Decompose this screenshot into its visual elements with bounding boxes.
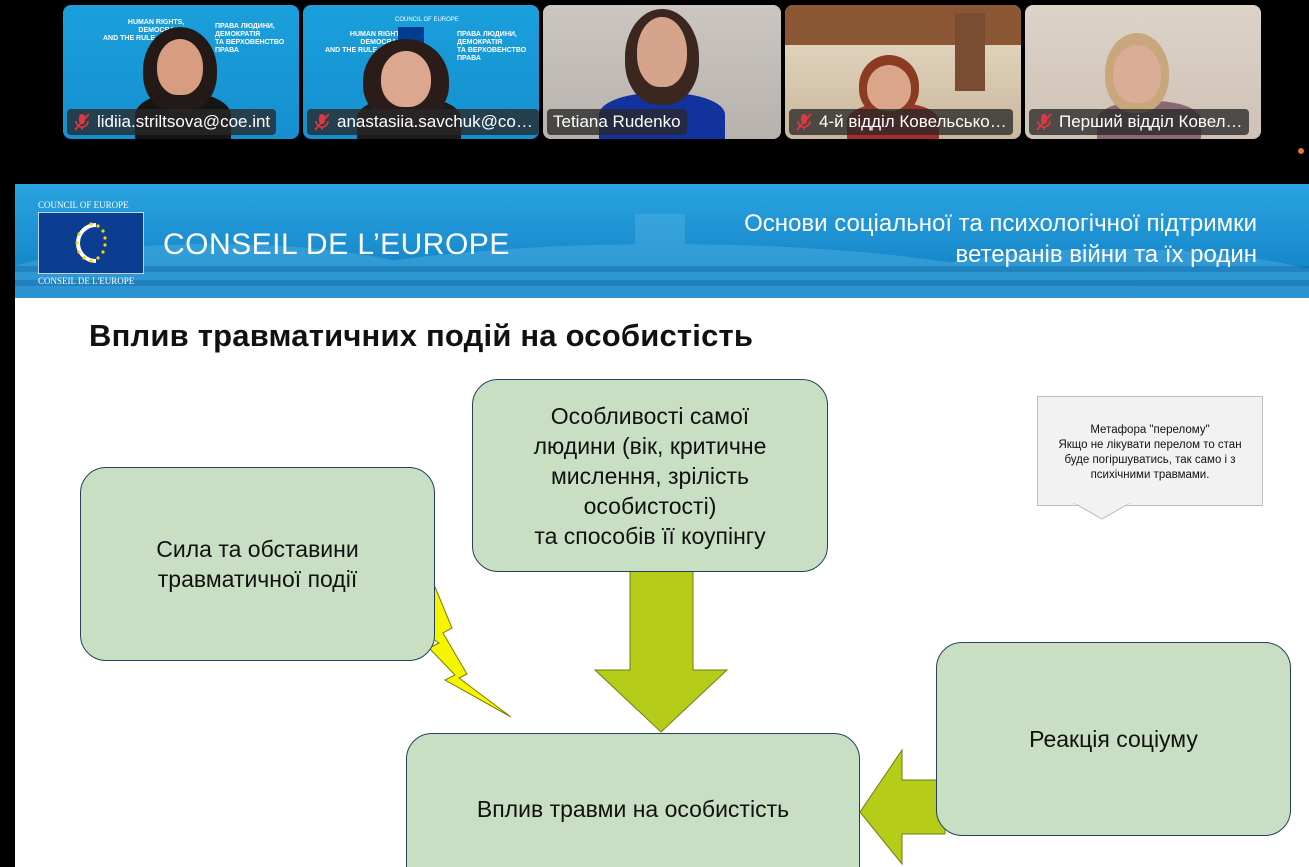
participant-name-text: 4-й відділ Ковельсько…: [819, 112, 1007, 131]
coe-flag-icon: [38, 212, 144, 274]
participant-name: anastasiia.savchuk@co…: [307, 109, 539, 135]
participant-name: Перший відділ Ковел…: [1029, 109, 1249, 135]
participant-name-text: anastasiia.savchuk@co…: [337, 112, 533, 131]
bg-text: ПРАВА ЛЮДИНИ,: [215, 23, 275, 30]
participant-name: lidiia.striltsova@coe.int: [67, 109, 277, 135]
bg-text: AND THE RULE OF LAW: [325, 47, 407, 54]
participant-name-text: lidiia.striltsova@coe.int: [97, 112, 271, 131]
bg-text: DEMOCRACY: [138, 27, 185, 34]
bg-text: AND THE RULE OF LAW: [103, 35, 185, 42]
course-title: Основи соціальної та психологічної підтр…: [744, 210, 1257, 268]
bg-text: DEMOCRACY: [360, 39, 407, 46]
diagram-box-event-strength: Сила та обставини травматичної події: [80, 467, 435, 661]
bg-text: ТА ВЕРХОВЕНСТВО ПРАВА: [215, 39, 285, 54]
mic-muted-icon: [796, 113, 812, 131]
diagram-box-personal-features: Особливості самої людини (вік, критичне …: [472, 379, 828, 572]
bg-text: COUNCIL OF EUROPE: [395, 17, 459, 23]
participant-name-text: Перший відділ Ковел…: [1059, 112, 1243, 131]
bg-text: ПРАВА ЛЮДИНИ,: [457, 31, 517, 38]
participant-tile[interactable]: HUMAN RIGHTS, DEMOCRACY AND THE RULE OF …: [63, 5, 299, 139]
bg-text: ДЕМОКРАТІЯ: [215, 31, 261, 38]
participant-name-text: Tetiana Rudenko: [553, 112, 681, 131]
person-face: [381, 51, 431, 107]
bg-text: HUMAN RIGHTS,: [349, 31, 407, 38]
down-arrow: [593, 570, 729, 733]
banner-background: [15, 184, 1309, 298]
person-face: [157, 39, 203, 95]
bg-text: ДЕМОКРАТІЯ: [457, 39, 503, 46]
mic-muted-icon: [314, 113, 330, 131]
diagram-box-trauma-impact: Вплив травми на особистість: [406, 733, 860, 867]
participant-tile[interactable]: HUMAN RIGHTS, DEMOCRACY AND THE RULE OF …: [303, 5, 539, 139]
participant-tile[interactable]: Перший відділ Ковел…: [1025, 5, 1261, 139]
bg-text: ТА ВЕРХОВЕНСТВО ПРАВА: [457, 47, 527, 62]
mic-muted-icon: [1036, 113, 1052, 131]
recording-indicator-icon: [1298, 148, 1304, 154]
person-face: [1113, 45, 1161, 103]
participant-name: 4-й відділ Ковельсько…: [789, 109, 1013, 135]
participant-tile-active-speaker[interactable]: Tetiana Rudenko: [543, 5, 781, 139]
mic-muted-icon: [74, 113, 90, 131]
slide-banner: COUNCIL OF EUROPE CONSEIL DE L'EUROPE CO…: [15, 184, 1309, 298]
metaphor-callout: Метафора "перелому" Якщо не лікувати пер…: [1037, 396, 1263, 506]
person-face: [637, 17, 687, 87]
diagram-box-trauma-impact-text: Вплив травми на особистість: [476, 796, 790, 822]
metaphor-callout-text: Метафора "перелому" Якщо не лікувати пер…: [1058, 424, 1242, 481]
slide-title: Вплив травматичних подій на особистість: [89, 318, 754, 353]
bg-text: HUMAN RIGHTS,: [127, 19, 185, 26]
person-face: [867, 65, 911, 111]
shared-screen-slide: COUNCIL OF EUROPE CONSEIL DE L'EUROPE CO…: [15, 184, 1309, 867]
participant-name: Tetiana Rudenko: [547, 109, 687, 135]
participant-tile[interactable]: 4-й відділ Ковельсько…: [785, 5, 1021, 139]
callout-pointer: [1072, 503, 1132, 520]
left-arrow: [859, 748, 946, 866]
logo-top-text: COUNCIL OF EUROPE: [38, 200, 129, 210]
organization-name: CONSEIL DE L’EUROPE: [163, 228, 510, 261]
diagram-box-social-reaction: Реакція соціуму: [936, 642, 1291, 836]
logo-bottom-text: CONSEIL DE L'EUROPE: [38, 276, 135, 286]
